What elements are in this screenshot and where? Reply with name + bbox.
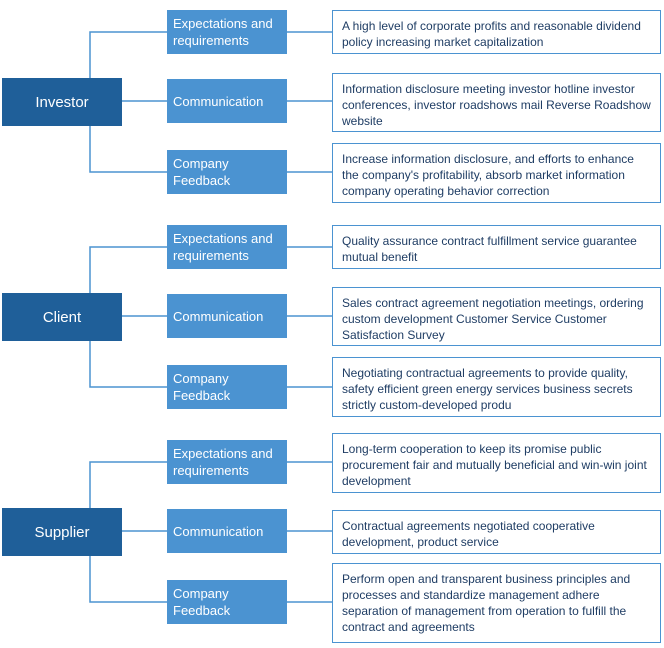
leaf-node: Increase information disclosure, and eff… [332,143,661,203]
mid-node-company-feedback: Company Feedback [167,365,287,409]
root-node-client: Client [2,293,122,341]
connector-client [89,246,332,388]
root-node-investor: Investor [2,78,122,126]
leaf-node: Long-term cooperation to keep its promis… [332,433,661,493]
mid-node-expectations: Expectations and requirements [167,225,287,269]
mid-node-company-feedback: Company Feedback [167,580,287,624]
leaf-node: Sales contract agreement negotiation mee… [332,287,661,346]
mid-node-communication: Communication [167,79,287,123]
leaf-node: Negotiating contractual agreements to pr… [332,357,661,417]
root-node-supplier: Supplier [2,508,122,556]
leaf-node: Contractual agreements negotiated cooper… [332,510,661,554]
mid-node-expectations: Expectations and requirements [167,440,287,484]
mid-node-company-feedback: Company Feedback [167,150,287,194]
mid-node-communication: Communication [167,294,287,338]
connector-supplier [89,461,332,603]
leaf-node: Perform open and transparent business pr… [332,563,661,643]
mid-node-expectations: Expectations and requirements [167,10,287,54]
leaf-node: Quality assurance contract fulfillment s… [332,225,661,269]
leaf-node: Information disclosure meeting investor … [332,73,661,132]
leaf-node: A high level of corporate profits and re… [332,10,661,54]
mid-node-communication: Communication [167,509,287,553]
connector-investor [89,31,332,173]
